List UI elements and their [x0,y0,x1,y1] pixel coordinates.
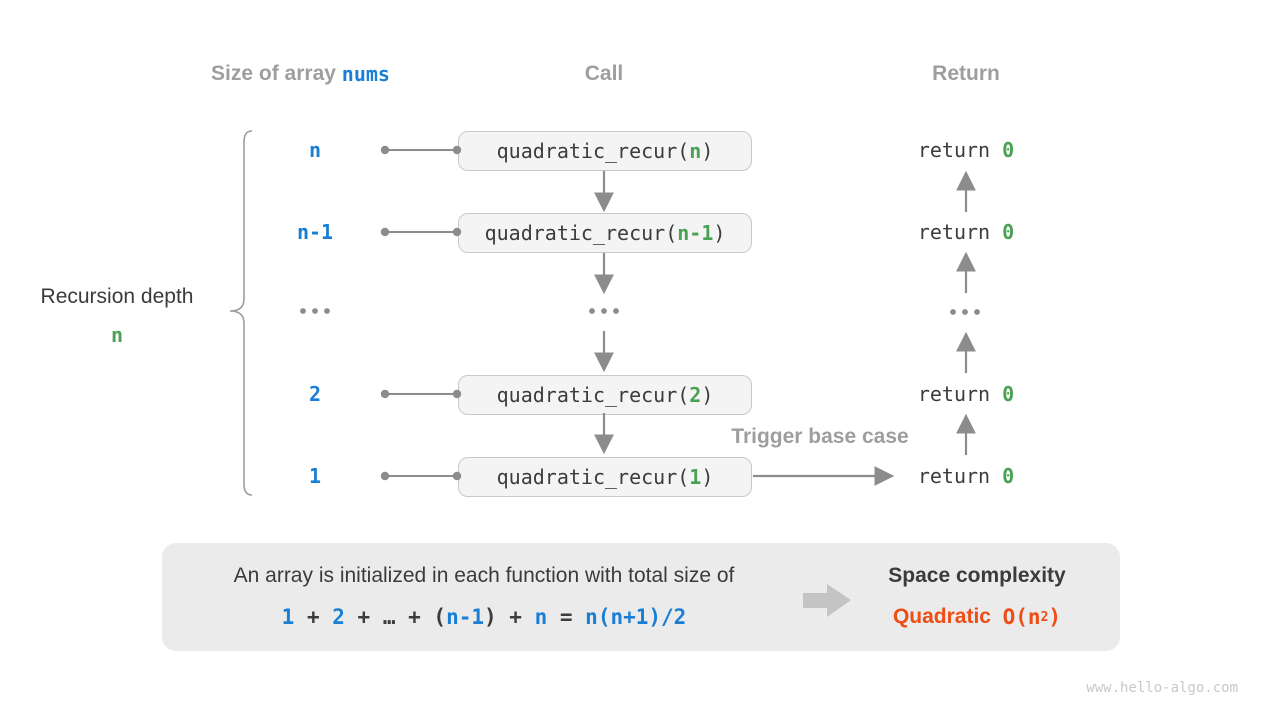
summary-description: An array is initialized in each function… [233,564,735,587]
ellipsis-dots [300,308,980,315]
size-to-call-connectors [380,145,462,481]
call-box-n-1: quadratic_recur(n-1) [458,213,752,253]
call-box-2: quadratic_recur(2) [458,375,752,415]
recursion-depth-label: Recursion depth [40,285,194,308]
summary-panel [162,543,1120,651]
return-statement-n-1: return 0 [917,220,1015,244]
size-label-2: 2 [308,382,322,406]
column-header-call: Call [584,62,624,85]
summary-formula: 1 + 2 + … + (n-1) + n = n(n+1)/2 [281,605,687,629]
call-box-n: quadratic_recur(n) [458,131,752,171]
return-statement-n: return 0 [917,138,1015,162]
trigger-base-case-label: Trigger base case [731,425,909,448]
return-statement-1: return 0 [917,464,1015,488]
return-statement-2: return 0 [917,382,1015,406]
call-box-1: quadratic_recur(1) [458,457,752,497]
watermark-url: www.hello-algo.com [1086,680,1238,696]
recursion-depth-value: n [110,323,124,347]
size-label-n: n [308,138,322,162]
recursion-depth-brace [229,130,253,496]
column-header-return: Return [932,62,1000,85]
size-label-n-1: n-1 [296,220,334,244]
size-label-1: 1 [308,464,322,488]
space-complexity-title: Space complexity [888,564,1066,587]
column-header-size: Size of array nums [211,62,390,86]
